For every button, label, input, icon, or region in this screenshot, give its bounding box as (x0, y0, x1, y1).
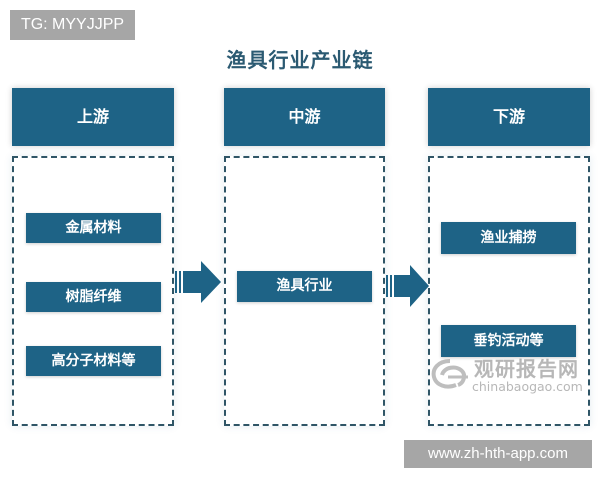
stage-box-upstream (12, 156, 174, 426)
arrow-right-icon (175, 261, 221, 303)
brand-logo-icon (431, 359, 468, 389)
stage-box-midstream (224, 156, 385, 426)
top-watermark-badge: TG: MYYJJPP (10, 10, 135, 40)
item-fishing-gear-industry: 渔具行业 (237, 271, 372, 302)
item-angling-activities: 垂钓活动等 (441, 325, 576, 357)
bottom-watermark-badge: www.zh-hth-app.com (404, 440, 592, 468)
item-metal-materials: 金属材料 (26, 213, 161, 243)
arrow-right-icon (386, 265, 429, 307)
item-polymer-materials: 高分子材料等 (26, 346, 161, 376)
brand-name: 观研报告网 (474, 357, 579, 381)
stage-header-midstream: 中游 (224, 88, 385, 146)
item-fishery-capture: 渔业捕捞 (441, 222, 576, 254)
brand-watermark: 观研报告网 chinabaogao.com (430, 353, 590, 403)
item-resin-fiber: 树脂纤维 (26, 282, 161, 312)
brand-url: chinabaogao.com (472, 379, 583, 394)
stage-box-downstream (428, 156, 590, 426)
stage-header-upstream: 上游 (12, 88, 174, 146)
stage-header-downstream: 下游 (428, 88, 590, 146)
diagram-title: 渔具行业产业链 (226, 48, 374, 72)
